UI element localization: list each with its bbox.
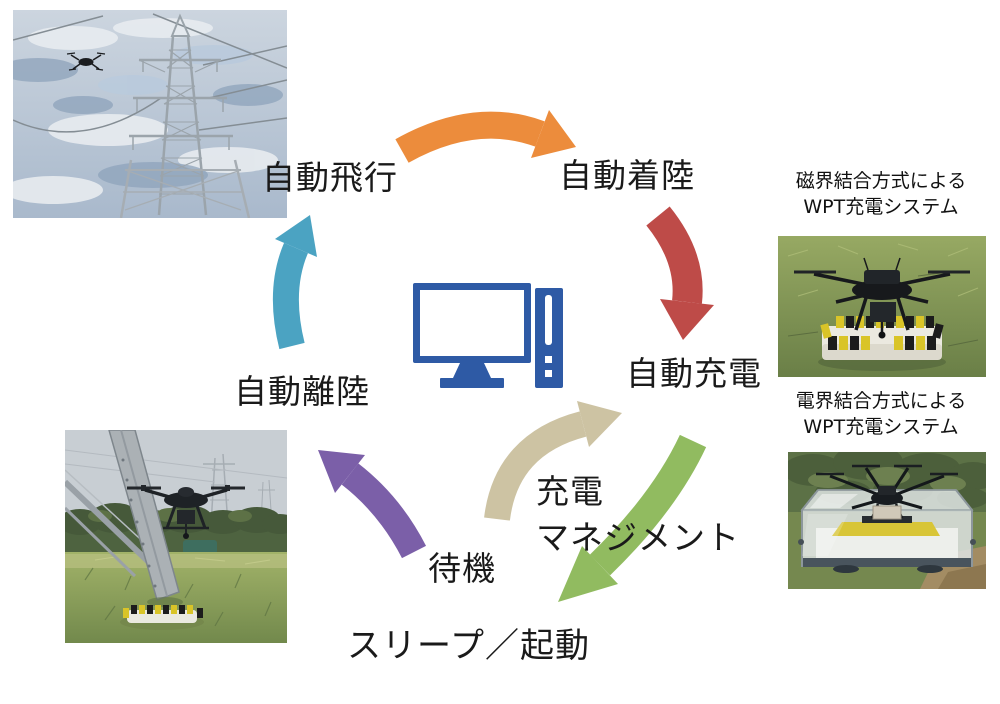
tower-leg: [65, 430, 183, 607]
flying-drone-silhouette: [66, 52, 106, 71]
hovering-drone: [127, 485, 245, 539]
arrow-flight-to-landing: [395, 110, 576, 163]
caption-electric-wpt-line2: WPT充電システム: [803, 416, 959, 438]
caption-electric-wpt: 電界結合方式による WPT充電システム: [766, 388, 996, 440]
drone-on-pad: [794, 257, 970, 339]
caption-magnetic-wpt-line1: 磁界結合方式による: [795, 170, 967, 192]
label-auto-charging: 自動充電: [626, 354, 762, 393]
arrow-standby-to-takeoff: [318, 450, 427, 559]
landing-pad: [120, 605, 204, 630]
label-charge-management: 充電 マネジメント: [536, 472, 740, 558]
label-charge-management-line2: マネジメント: [536, 518, 740, 558]
label-charge-management-line1: 充電: [536, 472, 604, 511]
green-tarp: [183, 540, 217, 554]
photo-electric-wpt-system: [788, 452, 986, 589]
power-lines: [13, 13, 287, 133]
transmission-tower: [119, 13, 251, 218]
computer-icon: [413, 283, 563, 388]
arrow-takeoff-to-flight: [272, 215, 317, 350]
photo-magnetic-wpt-system: [778, 236, 986, 377]
label-sleep-wake: スリープ／起動: [347, 626, 590, 666]
yellow-coupling-pad: [832, 522, 940, 536]
arrow-charge-management-up: [484, 401, 622, 521]
label-standby: 待機: [428, 549, 496, 588]
hexacopter-in-box: [816, 464, 958, 520]
arrow-charging-to-standby: [558, 434, 707, 602]
label-auto-takeoff: 自動離陸: [234, 372, 370, 411]
photo-drone-power-tower-inspection: [13, 10, 287, 218]
label-auto-landing: 自動着陸: [559, 156, 695, 195]
arrow-landing-to-charging: [646, 206, 714, 340]
caption-electric-wpt-line1: 電界結合方式による: [795, 390, 967, 412]
label-auto-flight: 自動飛行: [262, 158, 398, 197]
photo-drone-takeoff-field: [65, 430, 287, 643]
caption-magnetic-wpt: 磁界結合方式による WPT充電システム: [766, 168, 996, 220]
caption-magnetic-wpt-line2: WPT充電システム: [803, 196, 959, 218]
